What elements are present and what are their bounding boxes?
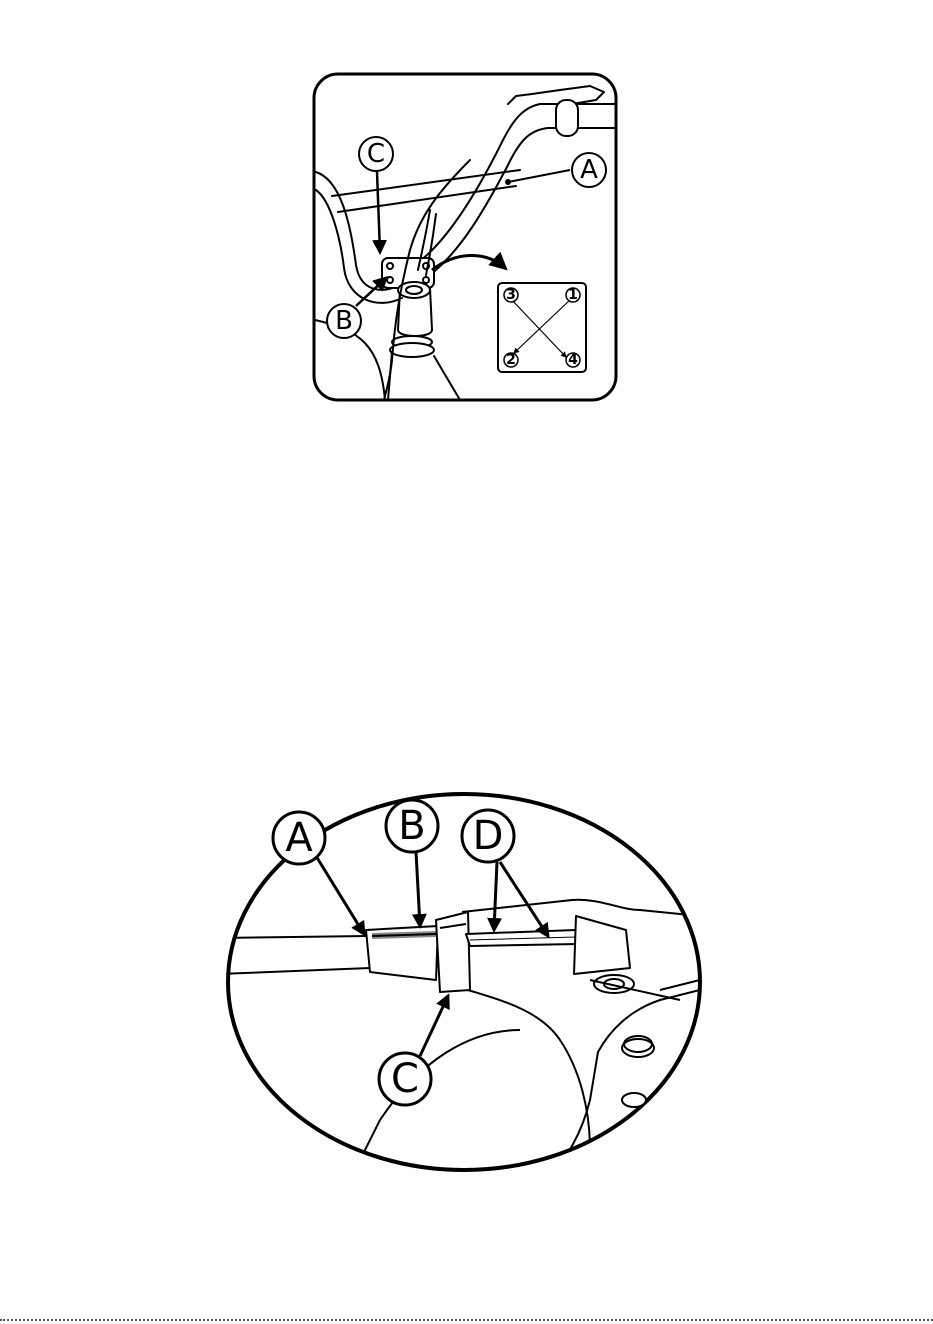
adjuster-locknut bbox=[436, 912, 470, 992]
lever-slot bbox=[466, 930, 578, 946]
callout-b-circle bbox=[386, 800, 438, 852]
step-3-label: 3 bbox=[506, 287, 516, 303]
callout-d-label: D bbox=[473, 813, 504, 859]
callout-c-circle bbox=[379, 1053, 431, 1105]
step-4-label: 4 bbox=[568, 352, 578, 368]
callout-a-label: A bbox=[285, 815, 313, 861]
handlebar-tube bbox=[220, 936, 368, 938]
page-bottom-rule bbox=[0, 1319, 933, 1321]
detail-oval-frame bbox=[228, 794, 700, 1170]
callout-c-label: C bbox=[391, 1056, 419, 1102]
callout-b-label: B bbox=[335, 306, 353, 336]
callout-a-circle bbox=[273, 812, 325, 864]
cable-housing-end bbox=[366, 926, 438, 980]
callout-b-label: B bbox=[398, 803, 425, 849]
callout-a-label: A bbox=[580, 155, 598, 185]
callout-d-circle bbox=[462, 810, 514, 862]
handlebar-stem-figure: 3 1 2 4 A C B bbox=[0, 0, 933, 440]
brake-lever-body bbox=[462, 900, 700, 1180]
step-2-label: 2 bbox=[506, 352, 516, 368]
callout-c-label: C bbox=[367, 139, 385, 169]
step-1-label: 1 bbox=[568, 287, 578, 303]
bolt-order-inset: 3 1 2 4 bbox=[498, 283, 586, 372]
